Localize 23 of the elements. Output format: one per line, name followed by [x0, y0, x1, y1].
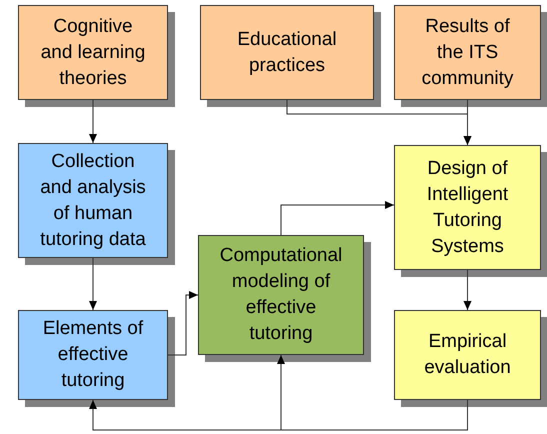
- process-box: [18, 310, 168, 400]
- box-label: Collection and analysis of human tutoring data: [39, 150, 147, 252]
- arrow: [280, 201, 394, 236]
- arrow: [168, 291, 198, 356]
- box-label: Educational practices: [236, 28, 338, 78]
- arrow: [89, 100, 97, 144]
- process-box: [394, 145, 541, 270]
- arrow: [464, 270, 472, 310]
- box-label: Empirical evaluation: [423, 330, 512, 380]
- process-box: [18, 5, 168, 100]
- box-label: Cognitive and learning theories: [40, 14, 146, 90]
- arrow: [464, 100, 472, 146]
- process-box: [198, 235, 364, 355]
- box-label: Design of Intelligent Tutoring Systems: [426, 156, 510, 258]
- arrow: [277, 354, 468, 430]
- process-box: [394, 5, 541, 100]
- process-box: [200, 5, 374, 100]
- arrow: [89, 258, 97, 310]
- process-box: [394, 310, 541, 400]
- box-label: Results of the ITS community: [420, 14, 514, 90]
- process-box: [18, 143, 168, 258]
- box-label: Elements of effective tutoring: [42, 317, 144, 393]
- box-label: Computational modeling of effective tutoring: [218, 244, 344, 346]
